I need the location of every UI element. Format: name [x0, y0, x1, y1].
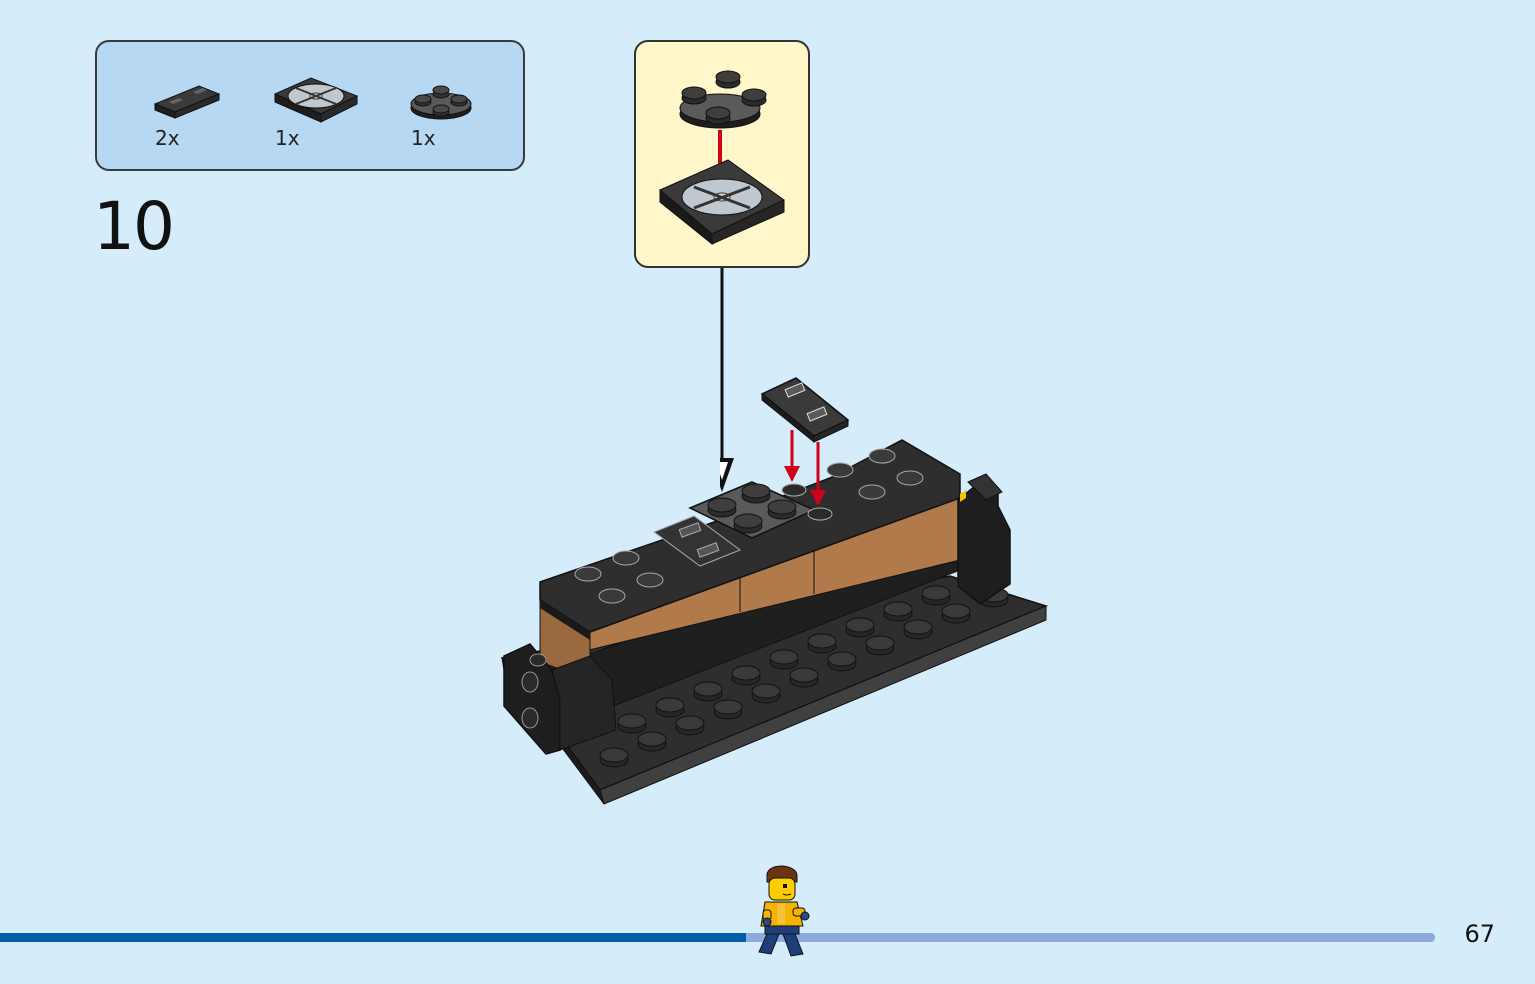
turntable-base-icon — [273, 77, 359, 123]
part-quantity: 1x — [411, 126, 436, 150]
part-quantity: 2x — [155, 126, 180, 150]
model-illustration — [500, 377, 1049, 805]
step-number: 10 — [93, 188, 175, 265]
subassembly-illustration — [659, 70, 785, 246]
minifigure-icon — [758, 865, 810, 957]
part-tile-grille: 2x — [147, 42, 257, 173]
part-quantity: 1x — [275, 126, 300, 150]
part-round-plate: 1x — [409, 42, 519, 173]
part-turntable-base: 1x — [271, 42, 381, 173]
parts-list-box: 2x 1x — [95, 40, 525, 171]
round-plate-icon — [410, 85, 472, 120]
subassembly-callout — [634, 40, 810, 268]
page-number: 67 — [1464, 920, 1495, 948]
progress-bar — [0, 933, 1435, 942]
tile-grille-icon — [153, 85, 221, 119]
callout-arrow — [720, 268, 734, 492]
progress-bar-fill — [0, 933, 746, 942]
